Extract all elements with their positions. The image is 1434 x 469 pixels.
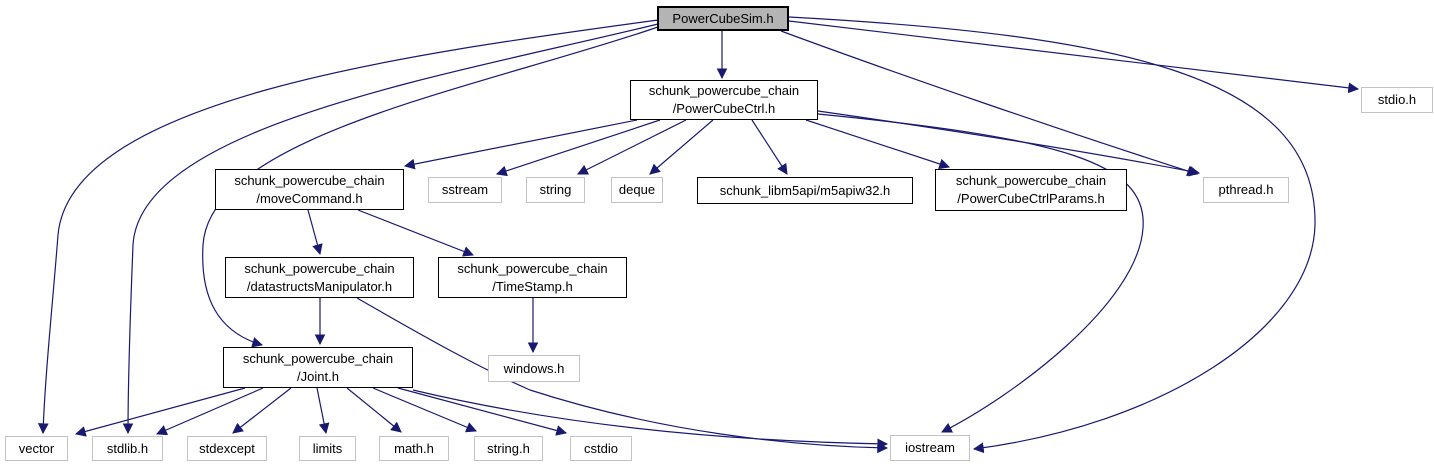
- node-timestamp-label: /TimeStamp.h: [492, 278, 573, 294]
- node-cstdio: cstdio: [570, 436, 632, 461]
- edge-powercubectrl-to-m5apiw32: [751, 119, 788, 175]
- node-timestamp-label: schunk_powercube_chain: [457, 260, 608, 276]
- node-powercubectrl-label: /PowerCubeCtrl.h: [672, 101, 776, 116]
- edge-powercubectrl-to-string: [577, 119, 687, 175]
- node-limits-label: limits: [312, 440, 343, 456]
- node-timestamp[interactable]: schunk_powercube_chain/TimeStamp.h: [438, 257, 627, 298]
- edge-joint-to-limits: [316, 387, 330, 435]
- edge-powercubectrl-to-iostream: [817, 113, 1144, 433]
- node-stdio-label: stdio.h: [1377, 92, 1417, 108]
- edge-joint-to-stdlib: [156, 387, 264, 436]
- node-movecommand-label: schunk_powercube_chain: [234, 172, 385, 188]
- node-limits: limits: [299, 436, 356, 461]
- node-movecommand[interactable]: schunk_powercube_chain/moveCommand.h: [215, 169, 404, 210]
- node-stringh-label: string.h: [487, 440, 530, 456]
- node-vector-label: vector: [18, 440, 55, 456]
- edge-movecommand-to-timestamp: [357, 209, 475, 257]
- node-powercubectrl[interactable]: schunk_powercube_chain/PowerCubeCtrl.h: [630, 80, 818, 120]
- edge-powercubectrl-to-movecommand: [403, 119, 638, 170]
- node-params-label: /PowerCubeCtrlParams.h: [957, 191, 1105, 206]
- node-vector: vector: [5, 436, 68, 461]
- edge-powercubectrl-to-sstream: [495, 119, 661, 177]
- node-sstream: sstream: [428, 177, 502, 203]
- node-stdlib: stdlib.h: [92, 436, 163, 461]
- node-movecommand-label: /moveCommand.h: [256, 190, 363, 206]
- edge-joint-to-vector: [74, 387, 246, 437]
- node-deque-label: deque: [618, 182, 656, 198]
- node-powercubesim-label: PowerCubeSim.h: [672, 10, 774, 26]
- edge-powercubesim-to-vector: [37, 19, 659, 435]
- edge-powercubesim-to-stdio: [788, 20, 1360, 94]
- edge-joint-to-math: [346, 387, 402, 433]
- node-math-label: math.h: [394, 440, 434, 456]
- node-iostream-label: iostream: [905, 440, 955, 456]
- edge-movecommand-to-datastructs: [307, 209, 323, 256]
- node-math: math.h: [379, 436, 449, 461]
- node-string: string: [526, 177, 585, 203]
- edge-joint-to-stdexcept: [232, 387, 292, 434]
- node-powercubectrl-label: schunk_powercube_chain: [648, 83, 800, 99]
- edge-powercubectrl-to-deque: [649, 119, 714, 175]
- node-stdlib-label: stdlib.h: [106, 440, 149, 456]
- node-joint-label: /Joint.h: [297, 368, 339, 384]
- node-m5apiw32[interactable]: schunk_libm5api/m5apiw32.h: [697, 177, 913, 204]
- node-iostream: iostream: [890, 435, 970, 461]
- node-datastructs-label: schunk_powercube_chain: [244, 260, 395, 276]
- node-joint-label: schunk_powercube_chain: [242, 350, 394, 366]
- edge-powercubectrl-to-params: [805, 119, 951, 170]
- node-joint[interactable]: schunk_powercube_chain/Joint.h: [223, 347, 413, 388]
- node-pthread: pthread.h: [1203, 177, 1289, 203]
- edge-joint-to-cstdio: [397, 387, 568, 436]
- node-stdexcept-label: stdexcept: [199, 440, 255, 456]
- node-stringh: string.h: [474, 436, 543, 461]
- node-datastructs-label: /datastructsManipulator.h: [246, 278, 393, 294]
- node-powercubesim: PowerCubeSim.h: [657, 6, 789, 31]
- edge-powercubesim-to-pthread: [780, 30, 1199, 177]
- edge-datastructs-to-iostream: [356, 297, 889, 454]
- node-stdexcept: stdexcept: [187, 436, 267, 461]
- node-pthread-label: pthread.h: [1218, 182, 1274, 198]
- node-windows-label: windows.h: [503, 360, 565, 376]
- node-params-label: schunk_powercube_chain: [955, 173, 1107, 189]
- node-stdio: stdio.h: [1361, 87, 1433, 113]
- node-deque: deque: [611, 177, 663, 203]
- node-sstream-label: sstream: [441, 182, 489, 198]
- node-windows: windows.h: [488, 355, 580, 382]
- edge-joint-to-iostream: [412, 389, 889, 450]
- node-m5apiw32-label: schunk_libm5api/m5apiw32.h: [719, 182, 891, 198]
- node-params[interactable]: schunk_powercube_chain/PowerCubeCtrlPara…: [935, 169, 1127, 211]
- node-datastructs[interactable]: schunk_powercube_chain/datastructsManipu…: [225, 257, 414, 298]
- edge-joint-to-stringh: [372, 387, 477, 433]
- node-cstdio-label: cstdio: [584, 440, 618, 456]
- node-string-label: string: [539, 182, 572, 198]
- edge-powercubesim-to-iostream: [788, 16, 1316, 454]
- edge-powercubesim-to-stdlib: [122, 23, 659, 435]
